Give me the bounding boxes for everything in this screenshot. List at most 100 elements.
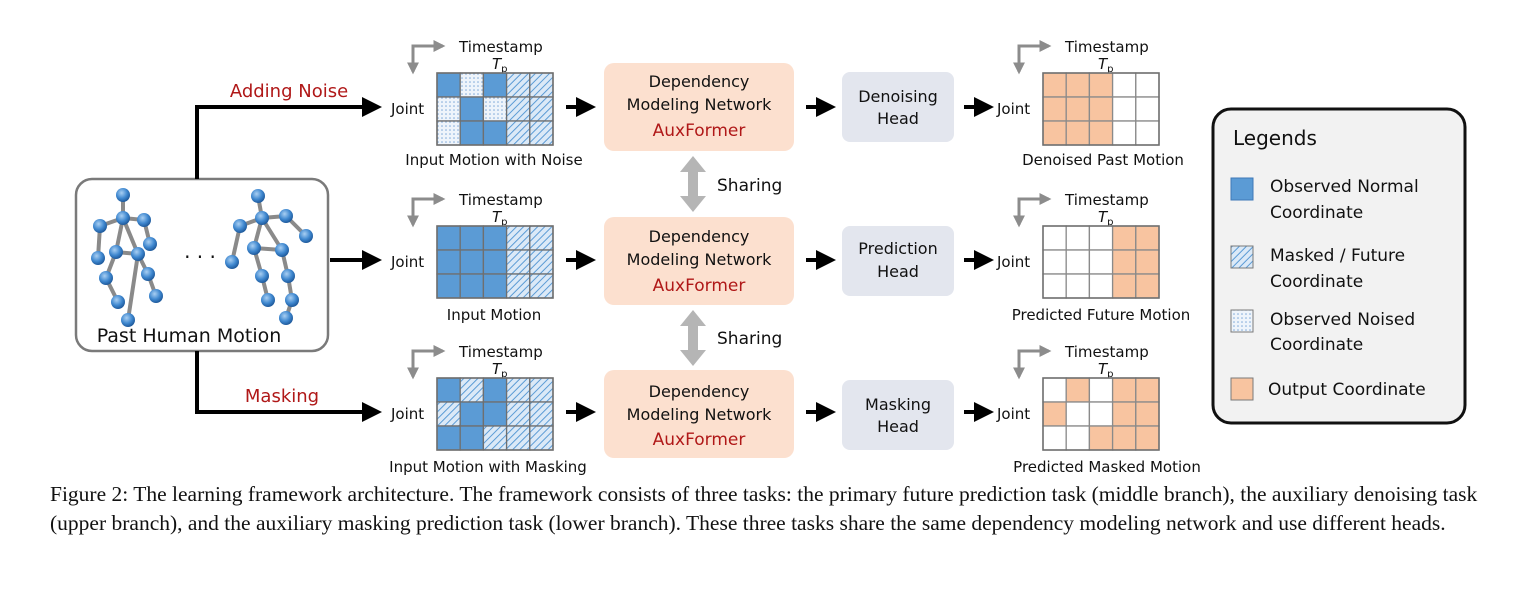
observed-cell [436,249,461,275]
observed-cell [482,401,508,427]
empty-cell [1065,225,1091,251]
grid-border [1042,377,1160,451]
skeleton-figure-icon [225,189,313,325]
masked-cell [529,120,554,146]
tp-label: Tp [1098,360,1114,380]
joint-node [116,211,130,225]
network-name: AuxFormer [653,430,746,450]
timestamp-axis-arrow [411,193,446,220]
network-line2: Modeling Network [627,95,772,114]
joint-node [299,229,313,243]
output-cell [1065,72,1091,98]
masking-label: Masking [245,386,319,407]
masked-cell [505,377,531,403]
input-masking-caption: Input Motion with Masking [389,458,587,476]
empty-cell [1042,377,1067,403]
tp-label: Tp [492,55,508,75]
output-cell [1135,249,1160,275]
output-cell [1111,273,1137,299]
masked-cell [529,425,554,451]
tp-label: Tp [1098,55,1114,75]
joint-node [275,243,289,257]
output-cell [1042,96,1067,122]
tp-label: Tp [492,360,508,380]
masked-cell [529,72,554,98]
output-cell [1042,401,1067,427]
joint-node [121,313,135,327]
skeleton-figure-icon [91,188,163,327]
joint-label: Joint [996,405,1030,423]
network-line2: Modeling Network [627,405,772,424]
network-line2: Modeling Network [627,250,772,269]
masked-cell [529,377,554,403]
joint-label: Joint [390,405,424,423]
observed-cell [436,72,461,98]
empty-cell [1088,273,1114,299]
output-cell [1088,425,1114,451]
network-arrows [806,97,836,422]
grid-border [436,72,554,146]
output-cell [1042,72,1067,98]
empty-cell [1042,273,1067,299]
joint-node [93,219,107,233]
legend-label: Masked / Future [1270,246,1405,266]
noised-cell [482,96,508,122]
masking-head: Masking Head [842,380,954,450]
masked-cell [529,96,554,122]
joint-label: Joint [390,253,424,271]
timestamp-label: Timestamp [1064,343,1149,361]
masked-cell [505,225,531,251]
observed-cell [436,377,461,403]
output-predict-caption: Predicted Future Motion [1012,306,1191,324]
joint-label: Joint [996,253,1030,271]
bone [126,252,140,322]
network-box-middle: Dependency Modeling Network AuxFormer [604,217,794,305]
output-cell [1111,225,1137,251]
grid-border [1042,72,1160,146]
observed-cell [482,377,508,403]
past-motion-panel: · · · Past Human Motion [74,177,330,353]
noised-cell [459,72,485,98]
output-cell [1065,377,1091,403]
framework-diagram: · · · Past Human Motion Adding Noise Mas… [74,38,1467,476]
empty-cell [1135,120,1160,146]
joint-node [141,267,155,281]
empty-cell [1135,96,1160,122]
output-cell [1088,120,1114,146]
observed-cell [482,225,508,251]
output-masking-caption: Predicted Masked Motion [1013,458,1201,476]
masked-cell [482,425,508,451]
noised-cell [436,96,461,122]
output-cell [1135,425,1160,451]
head-label-line2: Head [877,417,919,436]
legend-swatch-noised [1230,309,1254,333]
output-cell [1088,72,1114,98]
joint-node [279,311,293,325]
sharing-label: Sharing [717,176,782,196]
masked-cell [529,225,554,251]
sharing-label: Sharing [717,329,782,349]
joint-node [131,247,145,261]
output-cell [1065,120,1091,146]
head-label-line2: Head [877,109,919,128]
empty-cell [1088,401,1114,427]
observed-cell [482,273,508,299]
timestamp-axis-arrow [1017,40,1052,67]
joint-label: Joint [996,100,1030,118]
observed-cell [459,273,485,299]
observed-cell [459,225,485,251]
past-motion-label: Past Human Motion [97,325,282,347]
empty-cell [1065,273,1091,299]
network-line1: Dependency [649,72,750,91]
sharing-arrow-top: Sharing [680,156,782,212]
output-cell [1135,273,1160,299]
input-noise-caption: Input Motion with Noise [405,151,582,169]
head-label-line2: Head [877,262,919,281]
grid-border [436,377,554,451]
input-normal-caption: Input Motion [447,306,541,324]
sharing-arrow-bottom: Sharing [680,310,782,366]
prediction-head: Prediction Head [842,226,954,296]
joint-node [149,289,163,303]
masked-cell [529,273,554,299]
